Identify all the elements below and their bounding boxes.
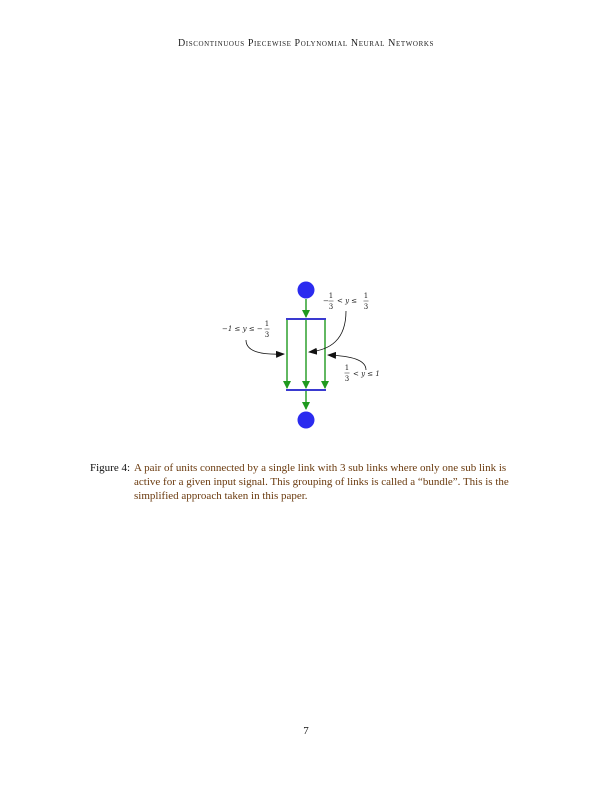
svg-text:−: − <box>323 297 329 305</box>
output-unit-node <box>297 411 315 429</box>
svg-text:< y ≤: < y ≤ <box>337 297 357 305</box>
pointer-top <box>308 310 347 355</box>
svg-text:3: 3 <box>265 331 269 339</box>
svg-text:3: 3 <box>345 375 349 383</box>
running-header: Discontinuous Piecewise Polynomial Neura… <box>177 38 434 49</box>
range-label-right: 1 3 < y ≤ 1 <box>344 364 380 383</box>
pointer-left <box>245 339 285 358</box>
caption-text: A pair of units connected by a single li… <box>134 462 509 502</box>
pointer-right <box>327 351 367 371</box>
page-number: 7 <box>303 725 309 737</box>
svg-text:1: 1 <box>329 292 333 300</box>
figure-caption: Figure 4: A pair of units connected by a… <box>90 461 524 503</box>
svg-text:3: 3 <box>364 303 368 311</box>
svg-text:1: 1 <box>345 364 349 372</box>
svg-text:−1 ≤ y ≤ −: −1 ≤ y ≤ − <box>222 325 263 333</box>
caption-label: Figure 4: <box>90 462 131 474</box>
svg-text:1: 1 <box>364 292 368 300</box>
range-label-middle: − 1 3 < y ≤ 1 3 <box>323 292 369 311</box>
svg-text:< y ≤ 1: < y ≤ 1 <box>353 370 380 378</box>
svg-text:1: 1 <box>265 320 269 328</box>
input-unit-node <box>297 281 315 299</box>
svg-text:3: 3 <box>329 303 333 311</box>
range-label-left: −1 ≤ y ≤ − 1 3 <box>222 320 270 339</box>
